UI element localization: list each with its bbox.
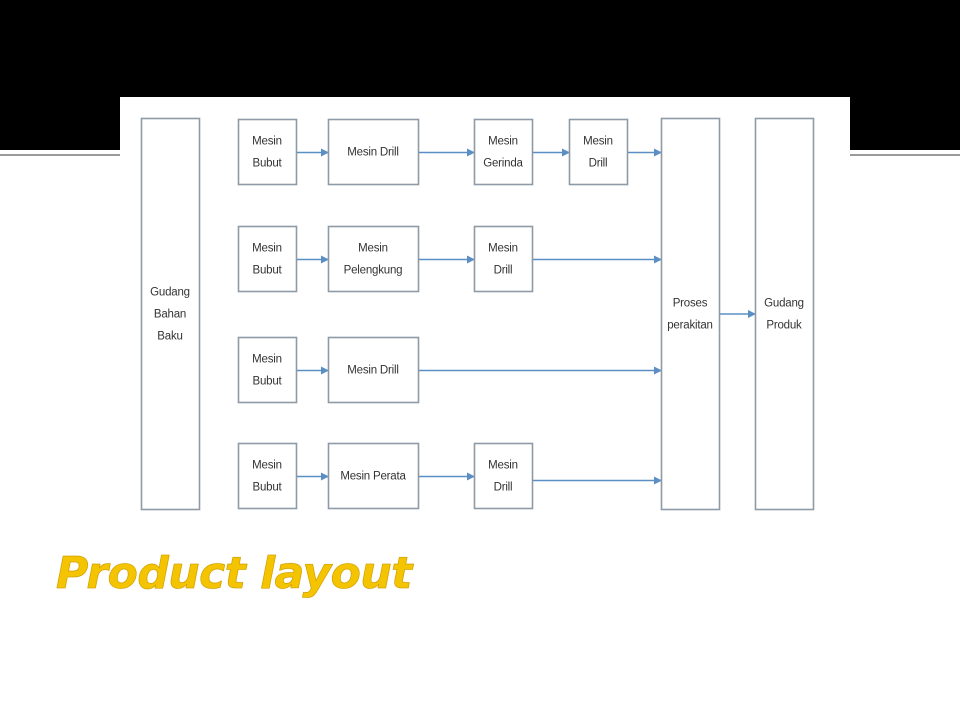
box-label: Mesin [358,243,388,255]
box-label: Bahan [154,309,186,321]
box-label: Mesin [252,460,282,472]
box-gudang-produk-border [754,117,815,511]
box-r4-drill-border [473,442,534,510]
box-label: Mesin [583,136,613,148]
box-label: Mesin Perata [340,471,406,483]
box-r2-bubut-border [237,225,298,293]
box-r1-bubut-border [237,118,298,186]
box-label: Mesin [488,136,518,148]
box-label: Mesin [252,354,282,366]
box-proses-perakitan-border [660,117,721,511]
box-r1-drill2-border [568,118,629,186]
box-label: Mesin Drill [347,365,398,377]
box-label: Drill [494,482,513,494]
box-r2-pelengkung-border [327,225,420,293]
box-r3-bubut-border [237,336,298,404]
box-label: Drill [589,158,608,170]
box-label: Bubut [252,376,282,388]
box-gudang-bahan-baku-border [140,117,201,511]
box-label: Mesin Drill [347,147,398,159]
box-label: perakitan [667,320,713,332]
box-label: Baku [157,331,182,343]
box-label: Gerinda [483,158,523,170]
box-r4-bubut-border [237,442,298,510]
box-r1-drill: Mesin Drill [327,118,420,186]
slide-title: Product layout [56,548,413,600]
box-label: Drill [494,265,513,277]
box-label: Produk [766,320,802,332]
box-label: Gudang [764,298,804,310]
box-label: Gudang [150,287,190,299]
box-r2-drill-border [473,225,534,293]
box-label: Bubut [252,158,282,170]
box-r4-perata-border [327,442,420,510]
box-label: Bubut [252,482,282,494]
box-label: Mesin [488,243,518,255]
box-r1-drill-border [327,118,420,186]
box-r3-drill-border [327,336,420,404]
box-label: Bubut [252,265,282,277]
box-r3-drill: Mesin Drill [327,336,420,404]
box-label: Mesin [488,460,518,472]
box-r1-gerinda-border [473,118,534,186]
box-label: Mesin [252,136,282,148]
box-label: Proses [673,298,708,310]
box-label: Pelengkung [344,265,403,277]
box-proses-perakitan: Proses perakitan [660,117,721,511]
box-r4-perata: Mesin Perata [327,442,420,510]
box-label: Mesin [252,243,282,255]
